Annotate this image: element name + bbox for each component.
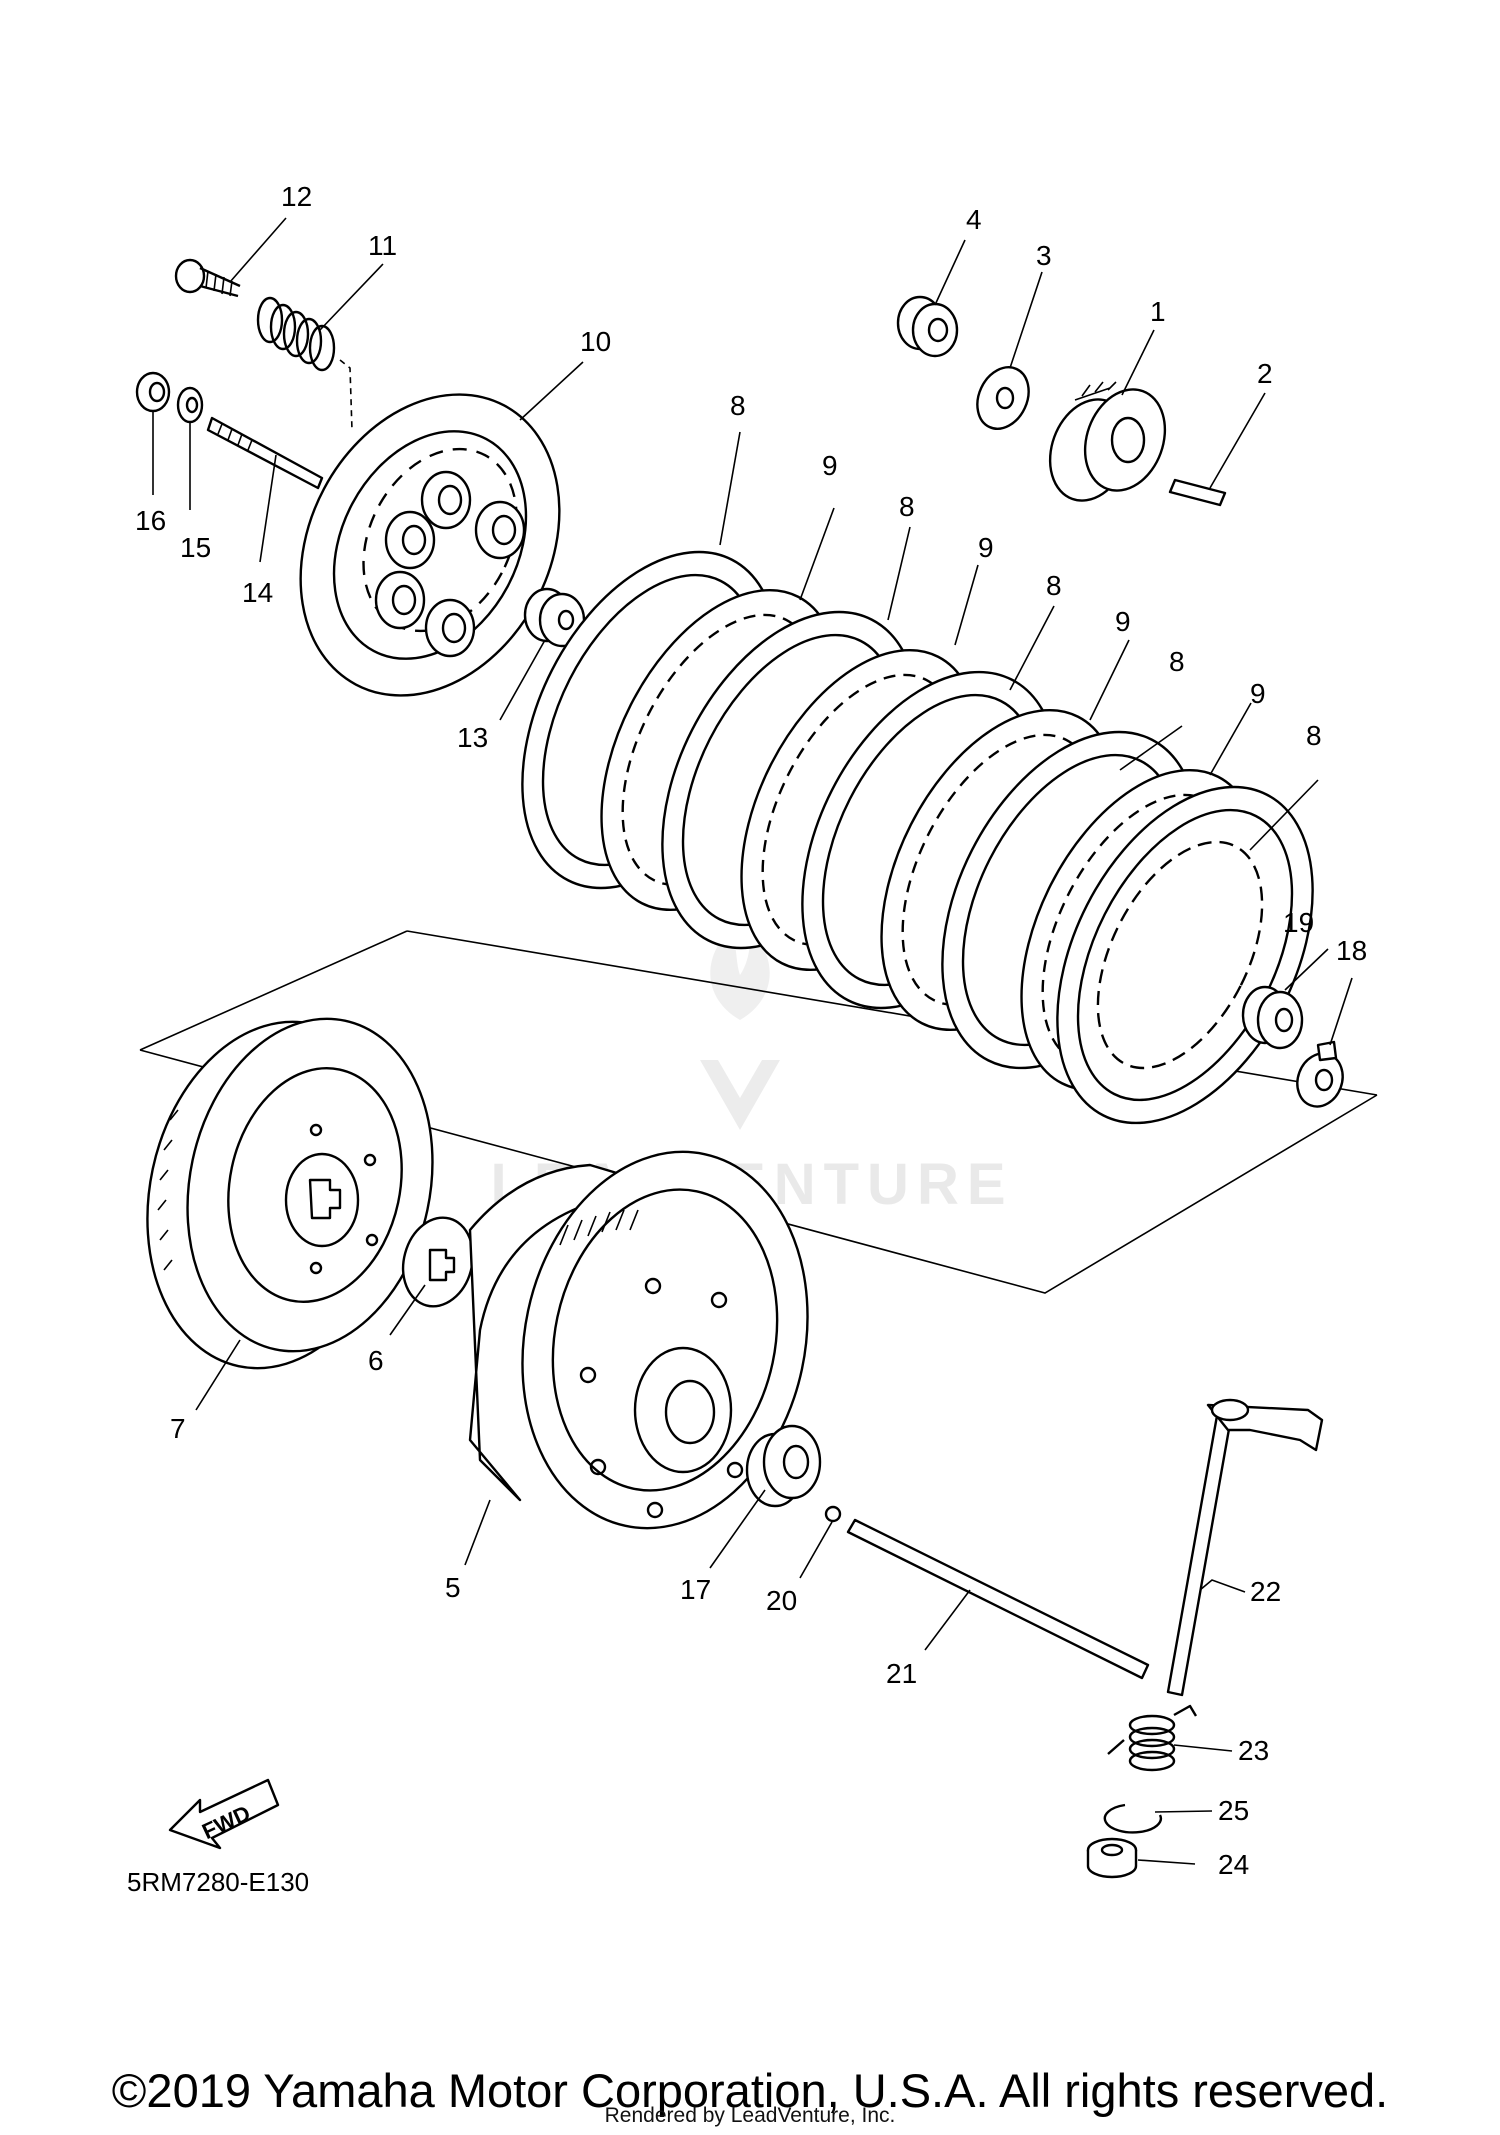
part-18-lock-washer: [1296, 1040, 1344, 1108]
clutch-plate-stack: [521, 550, 1314, 1125]
part-24-oil-seal: [1086, 1837, 1138, 1879]
fwd-arrow-icon: FWD: [168, 1778, 280, 1850]
label-part-23: 23: [1238, 1735, 1269, 1766]
part-15-washer: [176, 386, 204, 424]
label-part-5: 5: [445, 1572, 461, 1603]
label-part-10: 10: [580, 326, 611, 357]
part-1-drive-gear: [1048, 381, 1167, 502]
part-4-nut: [896, 295, 959, 358]
copyright-notice: ©2019 Yamaha Motor Corporation, U.S.A. A…: [111, 2064, 1389, 2117]
part-labels: 12 11 10 16 15 14 13 4 3 1 2 8 9 8 9 8 9…: [135, 181, 1367, 1880]
label-part-9-a: 9: [822, 450, 838, 481]
part-5-clutch-housing: [468, 1150, 809, 1530]
label-part-11: 11: [368, 230, 397, 261]
part-16-nut: [135, 371, 171, 413]
label-part-25: 25: [1218, 1795, 1249, 1826]
label-part-19: 19: [1283, 907, 1314, 938]
part-10-pressure-plate: [299, 393, 561, 697]
part-3-washer: [976, 366, 1030, 430]
part-21-push-rod: [846, 1518, 1150, 1680]
rendered-by-note: Rendered by LeadVenture, Inc.: [604, 2104, 896, 2127]
label-part-8-a: 8: [730, 390, 746, 421]
part-14-push-rod: [206, 416, 324, 490]
part-17-spacer: [745, 1424, 822, 1508]
part-25-circlip: [1103, 1803, 1162, 1834]
part-23-torsion-spring: [1107, 1704, 1198, 1772]
label-part-17: 17: [680, 1574, 711, 1605]
label-part-8-b: 8: [899, 491, 915, 522]
label-part-4: 4: [966, 204, 982, 235]
part-2-key: [1168, 478, 1227, 507]
part-12-bolt: [174, 258, 241, 298]
label-part-20: 20: [766, 1585, 797, 1616]
part-22-push-lever: [1166, 1398, 1324, 1697]
part-11-spring: [256, 296, 353, 431]
label-part-8-e: 8: [1306, 720, 1322, 751]
label-part-24: 24: [1218, 1849, 1249, 1880]
label-part-18: 18: [1336, 935, 1367, 966]
label-part-22: 22: [1250, 1576, 1281, 1607]
part-7-clutch-boss: [146, 1017, 434, 1370]
label-part-3: 3: [1036, 240, 1052, 271]
label-part-8-d: 8: [1169, 646, 1185, 677]
label-part-15: 15: [180, 532, 211, 563]
part-19-spacer: [1241, 985, 1304, 1050]
label-part-14: 14: [242, 577, 273, 608]
label-part-13: 13: [457, 722, 488, 753]
diagram-code: 5RM7280-E130: [127, 1867, 309, 1897]
label-part-6: 6: [368, 1345, 384, 1376]
label-part-9-d: 9: [1250, 678, 1266, 709]
label-part-16: 16: [135, 505, 166, 536]
label-part-7: 7: [170, 1413, 186, 1444]
label-part-9-c: 9: [1115, 606, 1131, 637]
part-20-ball: [824, 1505, 842, 1523]
label-part-12: 12: [281, 181, 312, 212]
label-part-9-b: 9: [978, 532, 994, 563]
label-part-2: 2: [1257, 358, 1273, 389]
label-part-21: 21: [886, 1658, 917, 1689]
label-part-8-c: 8: [1046, 570, 1062, 601]
label-part-1: 1: [1150, 296, 1166, 327]
leader-lines: [152, 217, 1353, 1865]
